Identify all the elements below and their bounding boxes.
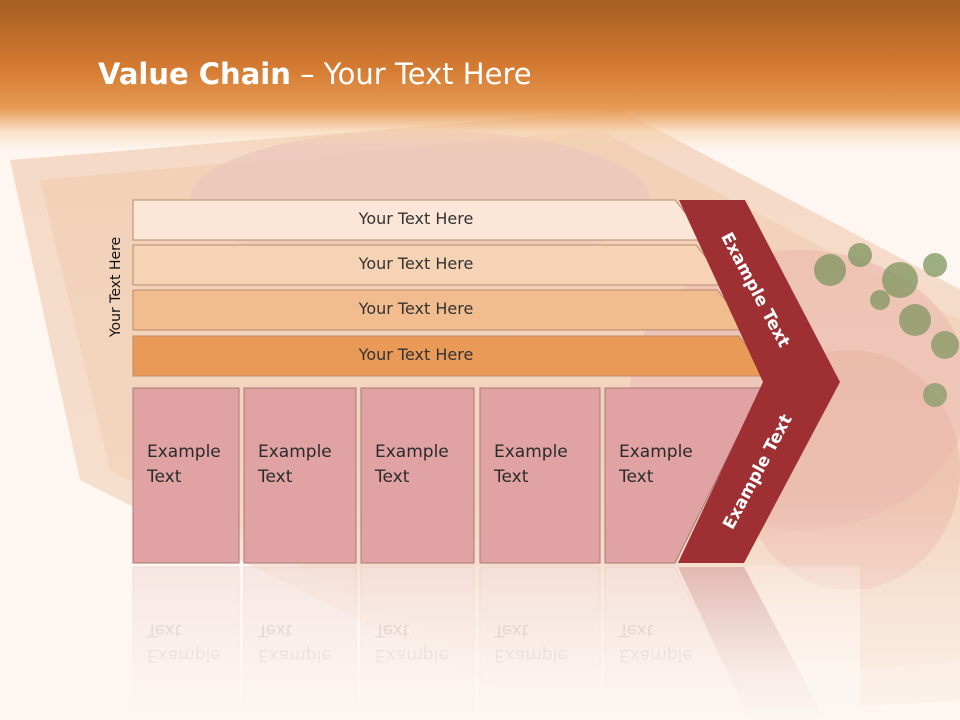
cell-line1: Example — [258, 442, 332, 462]
row-label-3: Your Text Here — [358, 299, 474, 318]
header-band — [0, 0, 960, 150]
cell-box-3 — [360, 387, 475, 564]
cell-box-2 — [243, 387, 357, 564]
cell-box-4 — [479, 387, 601, 564]
row-label-1: Your Text Here — [358, 209, 474, 228]
cell-box-5 — [604, 387, 763, 564]
cell-line2: Text — [494, 467, 529, 487]
arrow-upper-segment — [679, 200, 840, 382]
cell-line2: Text — [147, 467, 182, 487]
row-label-4: Your Text Here — [358, 345, 474, 364]
cell-line2: Text — [375, 467, 410, 487]
cell-line1: Example — [494, 442, 568, 462]
cell-line2: Text — [619, 467, 654, 487]
slide-title: Value Chain – Your Text Here — [98, 56, 532, 92]
cell-box-1 — [132, 387, 240, 564]
title-rest: – Your Text Here — [290, 57, 532, 91]
row-label-2: Your Text Here — [358, 254, 474, 273]
cell-line2: Text — [258, 467, 293, 487]
cell-line1: Example — [375, 442, 449, 462]
cell-line1: Example — [619, 442, 693, 462]
arrow-lower-segment — [678, 382, 840, 563]
cell-line1: Example — [147, 442, 221, 462]
title-strong: Value Chain — [98, 57, 291, 91]
